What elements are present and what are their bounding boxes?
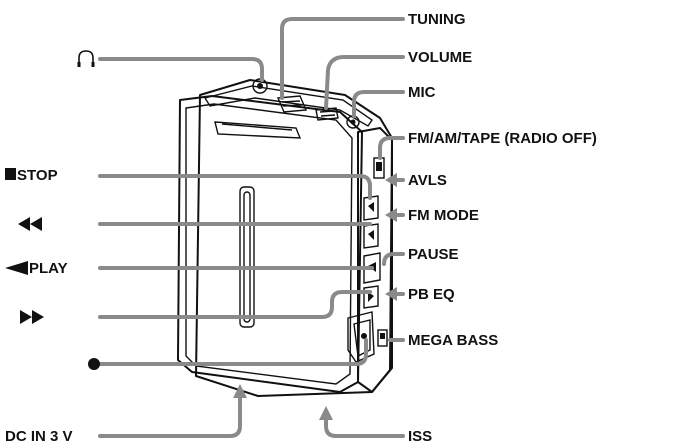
dc-in-label: DC IN 3 V <box>5 428 73 445</box>
avls-label: AVLS <box>408 172 447 189</box>
fm-mode-label: FM MODE <box>408 207 479 224</box>
fm-am-tape-label: FM/AM/TAPE (RADIO OFF) <box>408 130 597 147</box>
stop-square-icon <box>5 168 16 180</box>
pb-eq-label: PB EQ <box>408 286 455 303</box>
headphones-icon <box>77 50 95 67</box>
arrowheads <box>233 173 397 420</box>
play-text: PLAY <box>29 260 68 277</box>
radio-switch <box>373 157 385 179</box>
mic-label: MIC <box>408 84 436 101</box>
volume-label: VOLUME <box>408 49 472 66</box>
pause-label: PAUSE <box>408 246 459 263</box>
rewind-icon <box>18 217 42 231</box>
stop-label: STOP <box>5 167 58 184</box>
side-buttons <box>347 195 381 363</box>
tuning-dial <box>276 95 308 113</box>
stop-text: STOP <box>17 167 58 184</box>
headphones-label <box>77 50 95 67</box>
record-dot-icon <box>88 358 100 370</box>
record-label <box>88 358 100 370</box>
cassette-player-body <box>177 78 393 397</box>
play-label: PLAY <box>5 260 68 277</box>
fast-forward-label <box>20 310 44 324</box>
mega-bass-switch <box>377 329 388 347</box>
fast-forward-icon <box>20 310 44 324</box>
leader-lines <box>98 17 405 438</box>
volume-dial <box>315 107 339 121</box>
play-reverse-triangle-icon <box>5 261 28 275</box>
tuning-label: TUNING <box>408 11 466 28</box>
iss-label: ISS <box>408 428 432 445</box>
mega-bass-label: MEGA BASS <box>408 332 498 349</box>
rewind-label <box>18 217 42 231</box>
